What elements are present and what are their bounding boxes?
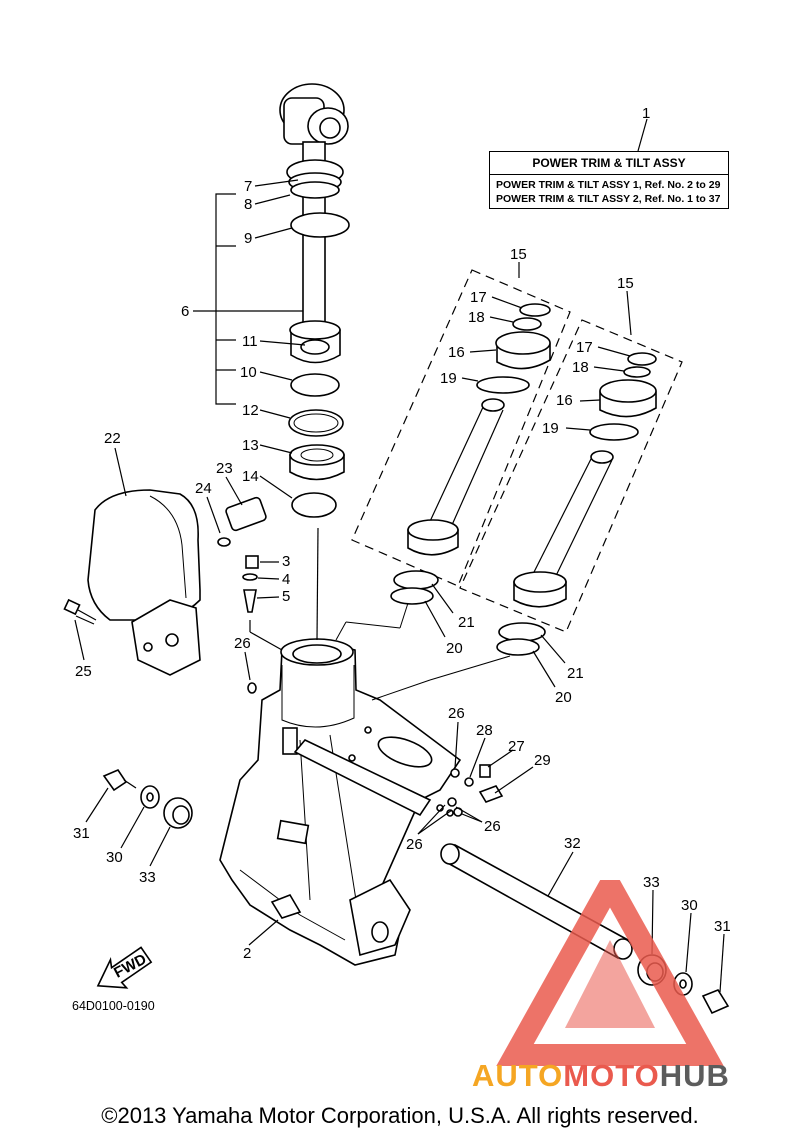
callout-30a: 30 — [106, 849, 123, 866]
callout-19b: 19 — [542, 420, 559, 437]
callout-9: 9 — [244, 230, 252, 247]
callout-26b: 26 — [448, 705, 465, 722]
trim-ram-set-right — [459, 319, 683, 633]
callout-numbers: 1 2 3 4 5 6 7 8 9 10 11 12 13 14 15 15 1… — [73, 105, 731, 962]
logo-text-auto: AUTO — [472, 1058, 564, 1093]
callout-6: 6 — [181, 303, 189, 320]
bolt-25 — [63, 598, 97, 625]
callout-28: 28 — [476, 722, 493, 739]
callout-23: 23 — [216, 460, 233, 477]
callout-29: 29 — [534, 752, 551, 769]
callout-12: 12 — [242, 402, 259, 419]
callout-1: 1 — [642, 105, 650, 122]
callout-26a: 26 — [234, 635, 251, 652]
trim-ram-set-left — [351, 269, 571, 587]
callout-8: 8 — [244, 196, 252, 213]
fwd-arrow-icon: FWD — [96, 946, 153, 989]
callout-32: 32 — [564, 835, 581, 852]
callout-14: 14 — [242, 468, 259, 485]
tilt-ram-assembly — [215, 83, 350, 518]
callout-5: 5 — [282, 588, 290, 605]
left-mount-parts — [102, 769, 193, 829]
callout-15b: 15 — [617, 275, 634, 292]
callout-33a: 33 — [139, 869, 156, 886]
callout-31a: 31 — [73, 825, 90, 842]
callout-16a: 16 — [448, 344, 465, 361]
cylinder-body — [219, 638, 462, 966]
callout-30b: 30 — [681, 897, 698, 914]
callout-21b: 21 — [567, 665, 584, 682]
copyright-notice: ©2013 Yamaha Motor Corporation, U.S.A. A… — [101, 1103, 699, 1128]
callout-31b: 31 — [714, 918, 731, 935]
assembly-title: POWER TRIM & TILT ASSY — [532, 156, 686, 170]
callout-24: 24 — [195, 480, 212, 497]
assembly-divider — [490, 174, 728, 175]
callout-16b: 16 — [556, 392, 573, 409]
diagram-code: 64D0100-0190 — [72, 999, 155, 1013]
callout-20a: 20 — [446, 640, 463, 657]
small-parts-left — [217, 496, 267, 613]
callout-26c: 26 — [484, 818, 501, 835]
assembly-row-2: POWER TRIM & TILT ASSY 2, Ref. No. 1 to … — [496, 193, 721, 205]
assembly-row-1: POWER TRIM & TILT ASSY 1, Ref. No. 2 to … — [496, 179, 721, 191]
logo-text-moto: MOTO — [563, 1058, 660, 1093]
callout-11: 11 — [242, 333, 258, 350]
callout-27: 27 — [508, 738, 525, 755]
assembly-reference-box: POWER TRIM & TILT ASSY POWER TRIM & TILT… — [489, 151, 729, 209]
automotohub-wordmark: AUTOMOTOHUB — [472, 1058, 730, 1094]
callout-4: 4 — [282, 571, 290, 588]
callout-18a: 18 — [468, 309, 485, 326]
callout-22: 22 — [104, 430, 121, 447]
callout-25: 25 — [75, 663, 92, 680]
trim-orings — [390, 570, 546, 656]
small-parts-right — [247, 682, 504, 817]
callout-19a: 19 — [440, 370, 457, 387]
callout-21a: 21 — [458, 614, 475, 631]
callout-18b: 18 — [572, 359, 589, 376]
reservoir-tank — [87, 489, 201, 676]
callout-17a: 17 — [470, 289, 487, 306]
callout-17b: 17 — [576, 339, 593, 356]
callout-13: 13 — [242, 437, 259, 454]
callout-26d: 26 — [406, 836, 423, 853]
callout-33b: 33 — [643, 874, 660, 891]
callout-7: 7 — [244, 178, 252, 195]
callout-2: 2 — [243, 945, 251, 962]
callout-20b: 20 — [555, 689, 572, 706]
leader-lines — [74, 118, 725, 993]
callout-10: 10 — [240, 364, 257, 381]
callout-3: 3 — [282, 553, 290, 570]
callout-15a: 15 — [510, 246, 527, 263]
logo-text-hub: HUB — [659, 1058, 730, 1093]
automotohub-logo — [496, 880, 724, 1066]
